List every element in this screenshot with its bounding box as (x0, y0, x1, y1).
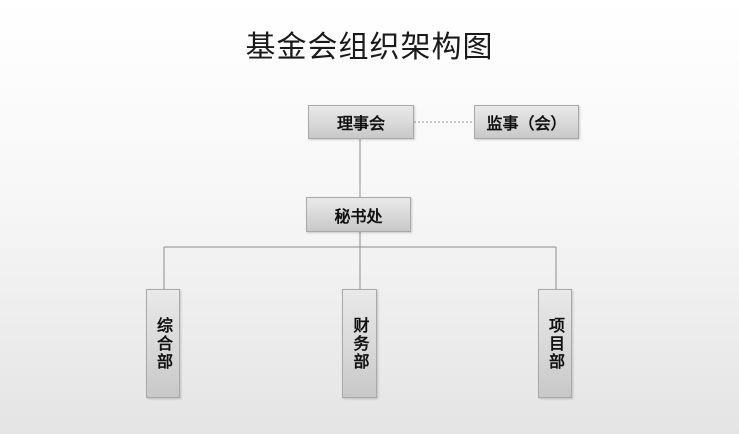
finance-dept-label: 财务部 (350, 316, 370, 371)
project-dept-label: 项目部 (546, 316, 565, 371)
council-label: 理事会 (336, 114, 385, 133)
general-dept-node: 综合部 (146, 289, 180, 398)
finance-dept-node: 财务部 (342, 289, 377, 398)
chart-title: 基金会组织架构图 (245, 30, 494, 65)
general-dept-label: 综合部 (154, 316, 173, 371)
council-node: 理事会 (308, 105, 414, 139)
secretariat-node: 秘书处 (306, 197, 411, 232)
secretariat-label: 秘书处 (334, 206, 383, 226)
supervisor-node: 监事（会） (474, 105, 579, 139)
project-dept-node: 项目部 (538, 289, 572, 398)
supervisor-label: 监事（会） (486, 114, 567, 133)
